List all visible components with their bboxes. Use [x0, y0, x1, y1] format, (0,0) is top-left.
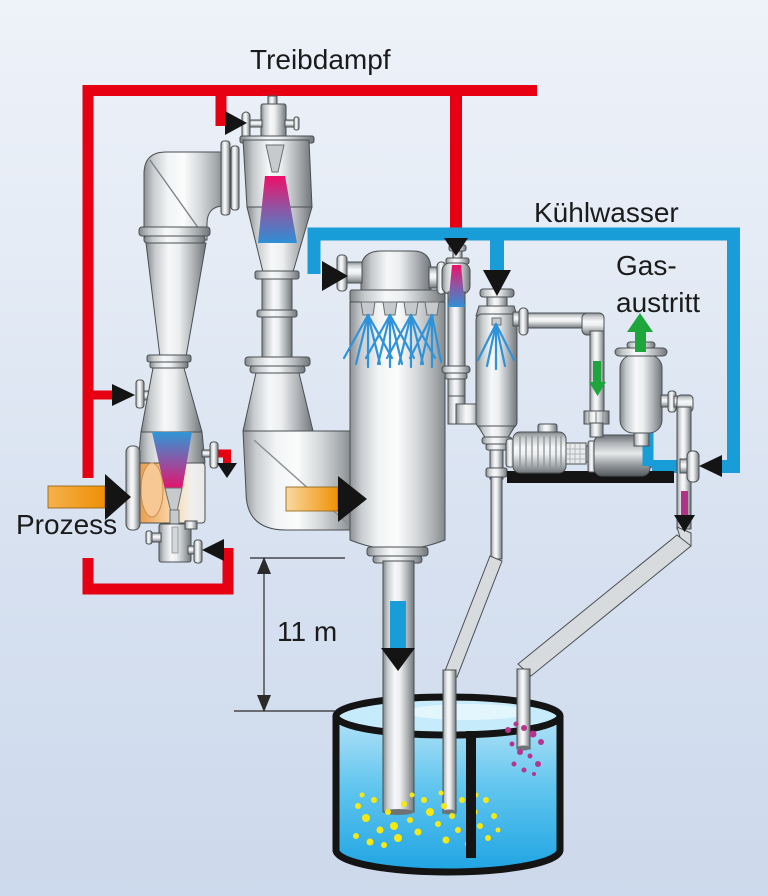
water-flow-indicator — [390, 601, 406, 648]
motive-steam-label: Treibdampf — [250, 44, 391, 75]
gas-separator — [614, 313, 677, 466]
flow-arrows — [112, 111, 722, 671]
cooling-water-label: Kühlwasser — [534, 197, 679, 228]
process-label: Prozess — [16, 509, 118, 540]
spray-jet — [476, 322, 516, 371]
gas-flow-indicator — [593, 361, 601, 384]
drain-flow-indicator — [681, 491, 688, 515]
after-condenser — [442, 288, 522, 815]
gas-outlet-arrow — [627, 313, 653, 352]
ejector-stage-3 — [441, 244, 483, 425]
motor — [512, 431, 567, 474]
vapor-flow-arrowhead — [338, 476, 367, 522]
gas-outlet-label-line1: Gas- — [616, 250, 677, 281]
ejector-stage-2 — [143, 95, 315, 432]
vapor-flow-arrow — [285, 486, 339, 512]
dimension-annotation — [234, 557, 345, 712]
discharge-elbow — [242, 430, 353, 531]
main-condenser — [336, 250, 447, 564]
spray-nozzles — [342, 301, 443, 369]
process-inlet-arrow — [47, 474, 131, 520]
gas-outlet-label-line2: austritt — [616, 287, 701, 318]
ejector-stage-1 — [125, 431, 219, 564]
cooling-water-valve — [679, 450, 700, 483]
barometric-height-label: 11 m — [277, 616, 338, 647]
barometric-leg — [382, 560, 415, 815]
gas-bubbles — [505, 721, 544, 776]
gas-outlet-label: Gas- austritt — [616, 247, 700, 321]
suction-column — [135, 226, 211, 433]
air-bubbles — [353, 790, 501, 848]
tank-weir — [466, 731, 476, 858]
condensate-gas-pipe — [518, 307, 610, 425]
